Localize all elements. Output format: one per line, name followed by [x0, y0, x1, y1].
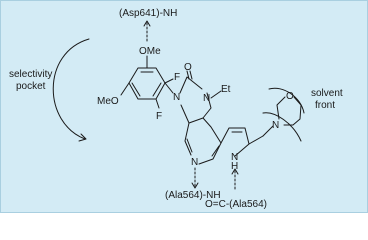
atom-n-morpholine: N [272, 120, 279, 131]
label-ala564-co: O=C-(Ala564) [205, 199, 267, 210]
atom-et: Et [221, 84, 231, 95]
atom-o-morpholine: O [286, 91, 294, 102]
atom-meo-left: MeO [97, 96, 119, 107]
phenyl-inner-bonds [131, 71, 162, 97]
atom-n-amide: N [173, 92, 180, 103]
atom-o-carbonyl: O [184, 62, 192, 73]
solvent-front-arc-upper [268, 87, 305, 114]
atom-h-pyrrole: H [231, 161, 238, 172]
selectivity-pocket-arc [52, 38, 90, 140]
atom-f-bottom: F [156, 111, 162, 122]
solvent-front-arc [262, 112, 302, 142]
label-selectivity-line2: pocket [16, 81, 46, 92]
label-selectivity-line1: selectivity [9, 69, 52, 80]
phenyl-ring [128, 67, 166, 100]
pyrrole-ring [220, 127, 250, 157]
label-solvent-line2: front [315, 100, 335, 111]
label-asp641: (Asp641)-NH [119, 8, 177, 19]
diagram-canvas: (Asp641)-NH selectivity pocket solvent f… [0, 0, 368, 213]
label-solvent-line1: solvent [311, 88, 343, 99]
label-ala564-nh: (Ala564)-NH [165, 190, 221, 201]
atom-ome-top: OMe [139, 46, 161, 57]
molecule-diagram: (Asp641)-NH selectivity pocket solvent f… [9, 8, 343, 210]
morpholine-ring [276, 96, 302, 126]
selectivity-pocket-arrowhead [78, 133, 87, 142]
atom-n-et: N [203, 93, 210, 104]
atom-f-top: F [174, 72, 180, 83]
atom-n-pyridine: N [191, 157, 198, 168]
atom-n-pyrrole: N [231, 152, 238, 163]
